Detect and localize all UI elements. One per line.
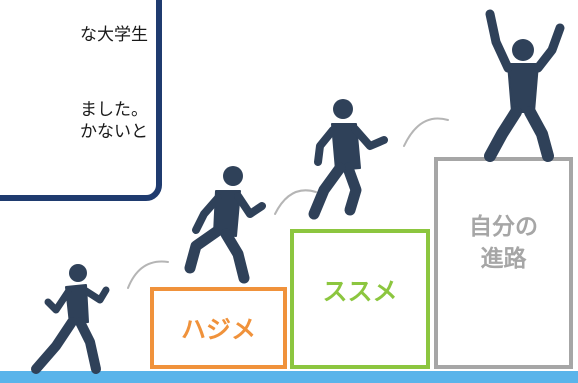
step-hajime-label: ハジメ [180,315,256,344]
jump-arc-3 [403,117,449,147]
jump-arc-2 [274,189,317,215]
bubble-text-line-3: かないと [80,122,148,142]
ground-bar [0,371,578,383]
step-goal-label-line-1: 自分の [469,214,538,240]
jump-arc-1 [127,260,169,289]
step-susume: ススメ [290,229,430,369]
step-hajime: ハジメ [150,287,287,369]
bubble-text-line-1: な大学生 [80,25,148,45]
celebrating-figure [484,9,565,162]
step-jibun-no-shinro: 自分の 進路 [434,157,573,369]
runner-figure-1 [31,264,110,374]
speech-bubble: な大学生 ました。 かないと [0,0,162,201]
runner-figure-3 [308,99,388,220]
bubble-text-line-2: ました。 [80,100,148,120]
step-susume-label: ススメ [322,277,398,306]
step-goal-label-line-2: 進路 [480,246,527,272]
runner-figure-2 [184,166,266,284]
